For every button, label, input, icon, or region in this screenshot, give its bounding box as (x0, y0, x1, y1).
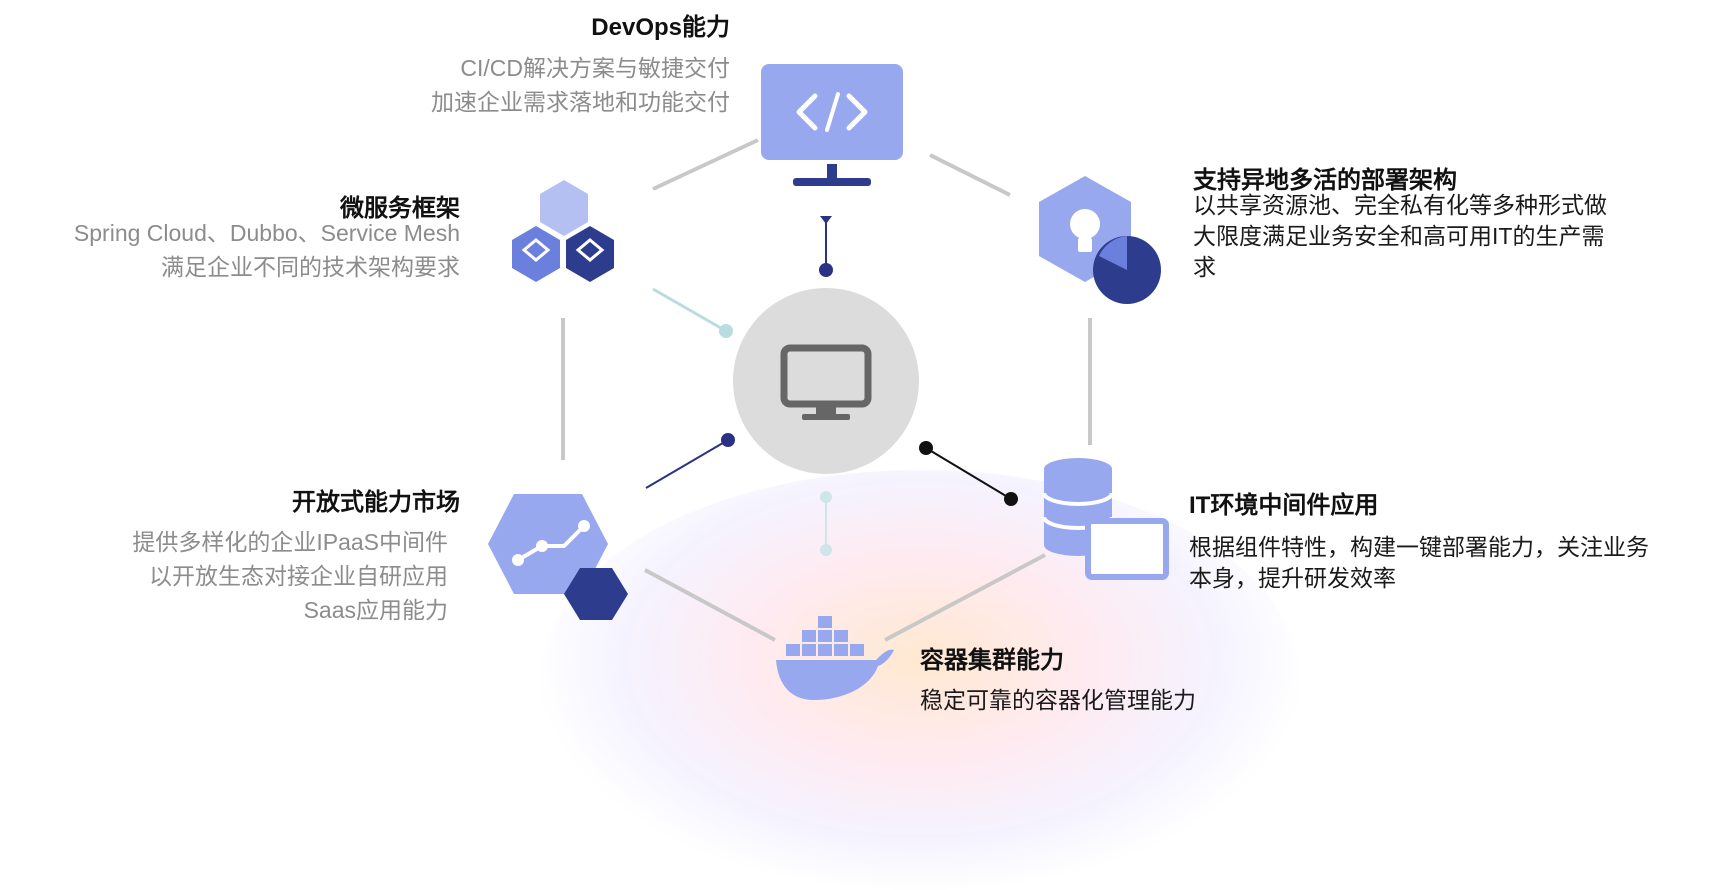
devops-desc: CI/CD解决方案与敏捷交付 加速企业需求落地和功能交付 (330, 51, 730, 119)
container-desc-line-1: 稳定可靠的容器化管理能力 (920, 687, 1196, 713)
monitor-icon (780, 344, 872, 420)
openmarket-desc: 提供多样化的企业IPaaS中间件 以开放生态对接企业自研应用 Saas应用能力 (60, 525, 448, 627)
microservice-desc-line-1: Spring Cloud、Dubbo、Service Mesh (73, 220, 460, 246)
flow-hexagon-icon (488, 494, 628, 620)
container-title: 容器集群能力 (920, 647, 1064, 674)
code-monitor-icon (761, 64, 903, 186)
connector-top-left-dot (719, 324, 733, 338)
microservice-desc: Spring Cloud、Dubbo、Service Mesh 满足企业不同的技… (0, 216, 460, 284)
openmarket-title: 开放式能力市场 (292, 489, 460, 516)
database-monitor-icon (1042, 458, 1169, 580)
microservice-desc-line-2: 满足企业不同的技术架构要求 (161, 254, 460, 280)
multisite-desc-line-1: 以共享资源池、完全私有化等多种形式做 (1193, 192, 1607, 218)
multisite-title: 支持异地多活的部署架构 (1193, 167, 1457, 194)
openmarket-desc-line-1: 提供多样化的企业IPaaS中间件 (132, 529, 448, 555)
connector-bottom-right-dot-inner (919, 441, 933, 455)
hex-edge-bottom-right (884, 553, 1046, 642)
connector-bottom-left-dot (721, 433, 735, 447)
connector-bottom-right-dot-outer (1004, 492, 1018, 506)
middleware-desc: 根据组件特性，构建一键部署能力，关注业务 本身，提升研发效率 (1189, 532, 1649, 594)
devops-desc-line-1: CI/CD解决方案与敏捷交付 (460, 55, 730, 81)
middleware-desc-line-1: 根据组件特性，构建一键部署能力，关注业务 (1189, 534, 1649, 560)
devops-desc-line-2: 加速企业需求落地和功能交付 (431, 89, 730, 115)
connector-top-dot (819, 263, 833, 277)
multisite-desc: 以共享资源池、完全私有化等多种形式做 大限度满足业务安全和高可用IT的生产需 求 (1193, 190, 1607, 283)
connector-bottom-dot-lower (820, 544, 832, 556)
microservice-title: 微服务框架 (340, 195, 460, 222)
connector-bottom-left (645, 439, 729, 489)
multisite-desc-line-2: 大限度满足业务安全和高可用IT的生产需 (1193, 223, 1605, 249)
center-circle (733, 288, 919, 474)
openmarket-desc-line-3: Saas应用能力 (303, 597, 448, 623)
hex-edge-top-left (652, 138, 759, 191)
connector-bottom-right (925, 447, 1012, 500)
multisite-desc-line-3: 求 (1193, 254, 1216, 280)
lightbulb-icon (1039, 176, 1161, 304)
connector-top-left (652, 287, 727, 333)
hex-edge-top-right (929, 153, 1011, 197)
container-desc: 稳定可靠的容器化管理能力 (920, 683, 1196, 717)
diagram-lines (561, 138, 1092, 642)
devops-title: DevOps能力 (591, 14, 730, 41)
cubes-icon (512, 180, 614, 282)
middleware-title: IT环境中间件应用 (1189, 492, 1379, 519)
hex-edge-bottom-left (644, 568, 776, 642)
connector-bottom-dot-upper (820, 491, 832, 503)
openmarket-desc-line-2: 以开放生态对接企业自研应用 (149, 563, 448, 589)
docker-whale-icon (776, 616, 894, 700)
middleware-desc-line-2: 本身，提升研发效率 (1189, 565, 1396, 591)
